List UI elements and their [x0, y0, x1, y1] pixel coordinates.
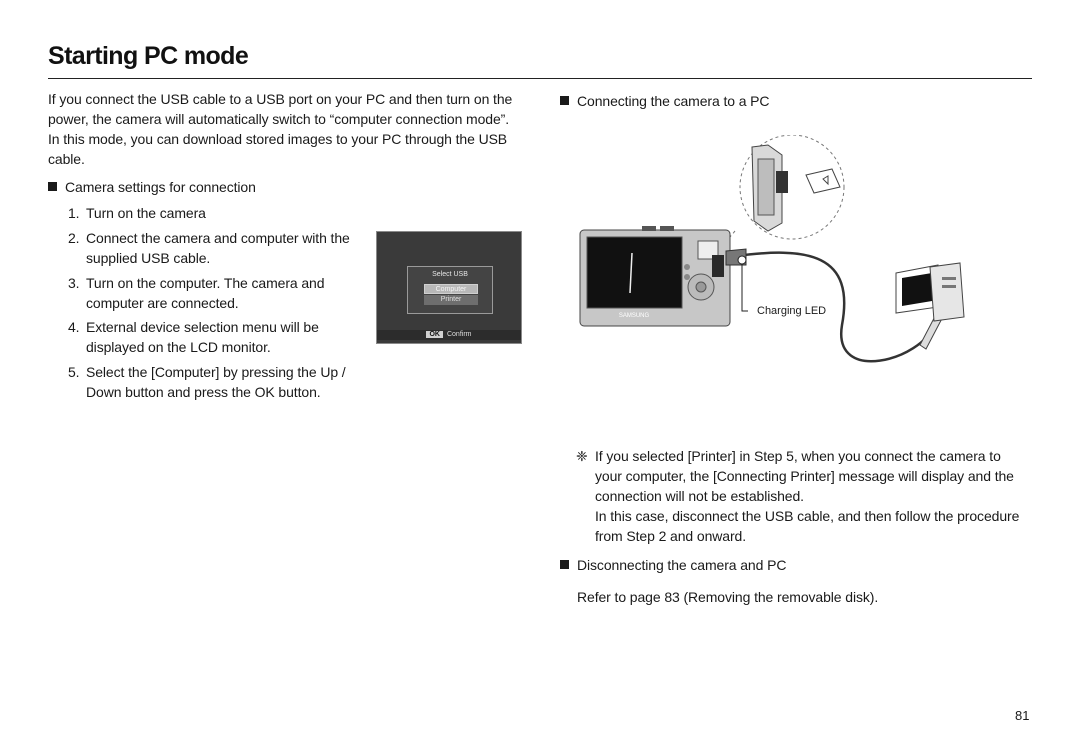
printer-note: ❈ If you selected [Printer] in Step 5, w… [576, 446, 1022, 546]
step-1: 1. Turn on the camera [68, 203, 358, 223]
charging-led-pointer [737, 255, 748, 312]
step-number: 4. [68, 319, 80, 335]
step-text: External device selection menu will be d… [86, 319, 319, 355]
step-number: 3. [68, 275, 80, 291]
camera-settings-heading: Camera settings for connection [48, 177, 256, 197]
camera-pc-connection-illustration: SAMSUNG Charging LED [579, 135, 965, 363]
menu-option-printer[interactable]: Printer [424, 295, 478, 305]
camera-settings-heading-text: Camera settings for connection [65, 179, 256, 195]
ok-key: OK [426, 331, 443, 338]
note-text-2: In this case, disconnect the USB cable, … [595, 508, 1020, 544]
step-number: 1. [68, 205, 80, 221]
step-2: 2. Connect the camera and computer with … [68, 228, 358, 268]
connect-heading-text: Connecting the camera to a PC [577, 93, 770, 109]
camera-brand-label: SAMSUNG [619, 313, 650, 319]
pc-computer [895, 262, 965, 322]
camera-body [579, 226, 731, 327]
step-text: Turn on the computer. The camera and com… [86, 275, 325, 311]
square-bullet-icon [560, 96, 569, 105]
usb-select-menu: Select USB Computer Printer [407, 266, 493, 314]
title-rule [48, 78, 1032, 79]
charging-led-label: Charging LED [757, 305, 826, 317]
menu-title: Select USB [432, 271, 468, 278]
page-title: Starting PC mode [48, 42, 249, 70]
square-bullet-icon [560, 560, 569, 569]
square-bullet-icon [48, 182, 57, 191]
step-text: Turn on the camera [86, 205, 206, 221]
note-symbol-icon: ❈ [576, 448, 588, 464]
step-number: 5. [68, 364, 80, 380]
disconnect-heading-text: Disconnecting the camera and PC [577, 557, 787, 573]
disconnect-heading: Disconnecting the camera and PC [560, 555, 786, 575]
step-number: 2. [68, 230, 80, 246]
step-3: 3. Turn on the computer. The camera and … [68, 273, 358, 313]
disconnect-reference: Refer to page 83 (Removing the removable… [577, 589, 879, 605]
note-text-1: If you selected [Printer] in Step 5, whe… [595, 448, 1014, 504]
step-4: 4. External device selection menu will b… [68, 317, 358, 357]
step-5: 5. Select the [Computer] by pressing the… [68, 362, 358, 402]
usb-cable [729, 251, 936, 363]
usb-port-callout [709, 135, 845, 262]
menu-option-computer[interactable]: Computer [424, 284, 478, 294]
connect-heading: Connecting the camera to a PC [560, 91, 770, 111]
intro-paragraph: If you connect the USB cable to a USB po… [48, 91, 513, 167]
step-text: Connect the camera and computer with the… [86, 230, 350, 266]
confirm-label: Confirm [446, 331, 472, 338]
step-text: Select the [Computer] by pressing the Up… [86, 364, 346, 400]
page-number: 81 [1015, 708, 1030, 723]
